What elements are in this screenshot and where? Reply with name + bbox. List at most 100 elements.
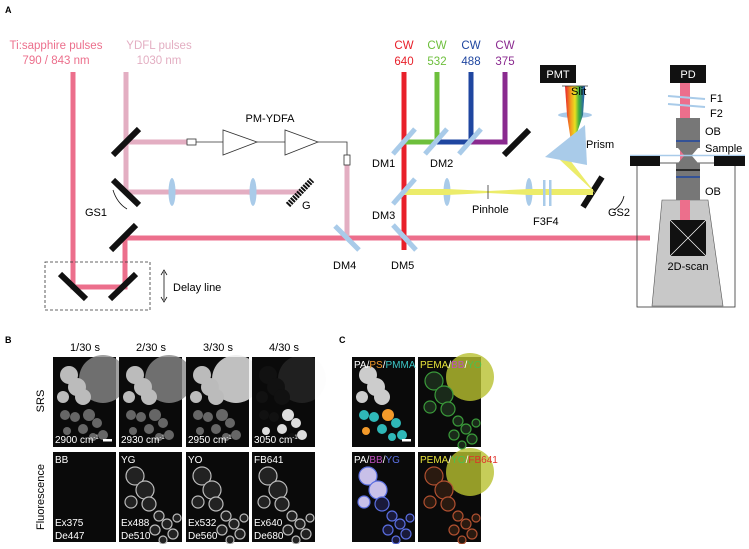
rotate-arrow-icon	[112, 189, 625, 211]
dye-label: YG	[121, 455, 136, 466]
detection-label: De680	[254, 531, 284, 542]
mirror	[110, 126, 142, 158]
ydfl-label: YDFL pulses	[126, 40, 192, 52]
optic-labels: DM1 DM2 DM3 DM4 DM5 Pinhole F3F4 GS2 Pri…	[333, 86, 742, 272]
cw-wavelength: 532	[427, 56, 446, 68]
dye-label: FB641	[254, 455, 284, 466]
focus-beam	[172, 189, 253, 195]
prism	[545, 125, 587, 165]
micrograph: 2900 cm-1	[53, 355, 127, 447]
pmt-detector: PMT	[540, 65, 588, 87]
mirror	[108, 222, 139, 253]
ti-label: Ti:sapphire pulses	[10, 40, 103, 52]
panel-label-a: A	[5, 5, 12, 15]
galvo-mirror-gs1[interactable]	[110, 177, 142, 208]
amplifier-label: PM-YDFA	[246, 113, 296, 125]
wavenumber-label: 2950 cm-1	[188, 435, 232, 446]
ydfl-source: YDFL pulses 1030 nm	[126, 40, 192, 67]
delay-line-label: Delay line	[173, 282, 221, 294]
channel-label: PEMA/YO/FB641	[420, 455, 498, 466]
ti-wavelength: 790 / 843 nm	[22, 55, 89, 67]
grating-label: G	[302, 200, 311, 212]
delay-line-box	[44, 261, 151, 311]
excitation-label: Ex488	[121, 518, 150, 529]
detection-label: De447	[55, 531, 85, 542]
micrograph: PA/BB/YG	[352, 452, 415, 545]
channel-label: PA/PS/PMMA	[354, 360, 416, 371]
detection-label: De510	[121, 531, 151, 542]
dm4	[333, 224, 361, 252]
micrograph: 2950 cm-1	[186, 355, 260, 447]
wavenumber-label: 2900 cm-1	[55, 435, 99, 446]
dichroic-mirrors	[333, 127, 483, 252]
mirror	[107, 271, 139, 302]
lens	[168, 178, 176, 206]
excitation-label: Ex640	[254, 518, 283, 529]
micrograph: PEMA/YO/FB641	[418, 448, 498, 545]
lens	[249, 178, 257, 206]
channel-label: PEMA/BB/YO	[420, 360, 482, 371]
pinhole-label: Pinhole	[472, 204, 509, 216]
slit-label: Slit	[571, 86, 586, 98]
time-headers: 1/30 s 2/30 s 3/30 s 4/30 s	[70, 342, 299, 354]
fluorescence-beam	[404, 155, 596, 195]
f2-label: F2	[710, 108, 723, 120]
excitation-label: Ex532	[188, 518, 217, 529]
ob-bottom-label: OB	[705, 186, 721, 198]
excitation-label: Ex375	[55, 518, 84, 529]
dye-label: YO	[188, 455, 203, 466]
dm2	[457, 127, 483, 156]
cw-label: CW	[427, 40, 446, 52]
time-header: 4/30 s	[269, 342, 299, 354]
ti-beam	[70, 72, 650, 290]
pmt-label: PMT	[546, 69, 570, 81]
panel-label-b: B	[5, 335, 12, 345]
time-header: 1/30 s	[70, 342, 100, 354]
double-arrow-icon	[160, 269, 168, 303]
micrograph: 2930 cm-1	[119, 355, 193, 447]
time-header: 2/30 s	[136, 342, 166, 354]
cw-wavelength: 640	[394, 56, 413, 68]
dm2-label: DM2	[430, 158, 453, 170]
cw-wavelength: 375	[495, 56, 514, 68]
dm1-label: DM1	[372, 158, 395, 170]
dm3	[391, 177, 417, 206]
dye-label: BB	[55, 455, 69, 466]
filters-f3-f4	[543, 180, 552, 206]
gs1-label: GS1	[85, 207, 107, 219]
ob-top-label: OB	[705, 126, 721, 138]
scan-label: 2D-scan	[668, 261, 709, 273]
micrograph: PA/PS/PMMA	[352, 357, 416, 447]
cw-label: CW	[495, 40, 514, 52]
dm3-label: DM3	[372, 210, 395, 222]
sample-label: Sample	[705, 143, 742, 155]
microscope: PD 2D-scan	[630, 65, 745, 308]
cw-beams	[401, 72, 508, 250]
pd-label: PD	[680, 69, 695, 81]
cw-label: CW	[461, 40, 480, 52]
row-label-fluorescence: Fluorescence	[35, 464, 47, 530]
micrograph: PEMA/BB/YO	[418, 353, 494, 450]
dm4-label: DM4	[333, 260, 356, 272]
mirror	[57, 271, 89, 302]
wavenumber-label: 3050 cm-1	[254, 435, 298, 446]
wavenumber-label: 2930 cm-1	[121, 435, 165, 446]
scale-bar	[103, 439, 112, 442]
dm5-label: DM5	[391, 260, 414, 272]
prism-label: Prism	[586, 139, 614, 151]
micrograph: 3050 cm-1	[252, 355, 326, 447]
dm1	[391, 127, 417, 156]
mirrors	[57, 126, 605, 302]
rainbow-cone	[565, 86, 585, 148]
dm5	[391, 223, 418, 252]
cw-labels: CW 640 CW 532 CW 488 CW 375	[394, 40, 514, 68]
detection-label: De560	[188, 531, 218, 542]
ydfl-beam	[123, 72, 350, 236]
grating-icon	[285, 177, 315, 208]
